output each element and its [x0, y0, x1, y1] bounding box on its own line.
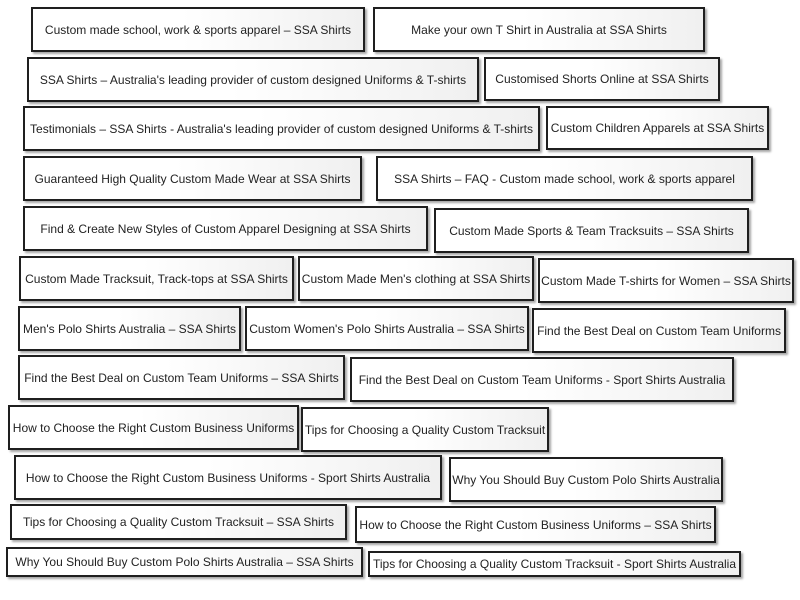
tag-link[interactable]: SSA Shirts – FAQ - Custom made school, w… [376, 156, 753, 201]
tag-link[interactable]: Custom Children Apparels at SSA Shirts [546, 106, 769, 150]
tag-link[interactable]: Why You Should Buy Custom Polo Shirts Au… [449, 457, 723, 502]
tag-link[interactable]: Custom Made T-shirts for Women – SSA Shi… [538, 258, 794, 303]
tag-link[interactable]: Why You Should Buy Custom Polo Shirts Au… [6, 547, 363, 577]
tag-link[interactable]: How to Choose the Right Custom Business … [8, 405, 299, 450]
tag-link[interactable]: Custom Made Sports & Team Tracksuits – S… [434, 208, 749, 253]
tag-link[interactable]: Find the Best Deal on Custom Team Unifor… [350, 357, 734, 402]
tag-link[interactable]: Tips for Choosing a Quality Custom Track… [10, 504, 347, 540]
tag-link[interactable]: SSA Shirts – Australia's leading provide… [27, 57, 479, 102]
tag-link[interactable]: Tips for Choosing a Quality Custom Track… [301, 407, 549, 452]
tag-link[interactable]: Custom made school, work & sports appare… [31, 7, 365, 52]
tag-link[interactable]: Customised Shorts Online at SSA Shirts [484, 57, 720, 101]
tag-link[interactable]: Custom Women's Polo Shirts Australia – S… [245, 306, 529, 351]
tag-link[interactable]: Make your own T Shirt in Australia at SS… [373, 7, 705, 52]
tag-link[interactable]: How to Choose the Right Custom Business … [14, 455, 442, 500]
tag-link[interactable]: Men's Polo Shirts Australia – SSA Shirts [18, 306, 241, 351]
tag-link[interactable]: Find the Best Deal on Custom Team Unifor… [18, 355, 345, 400]
tag-link[interactable]: How to Choose the Right Custom Business … [355, 506, 716, 543]
tag-link[interactable]: Custom Made Tracksuit, Track-tops at SSA… [19, 256, 294, 301]
tag-link[interactable]: Custom Made Men's clothing at SSA Shirts [298, 256, 534, 301]
tag-link[interactable]: Tips for Choosing a Quality Custom Track… [368, 551, 741, 577]
tag-link[interactable]: Testimonials – SSA Shirts - Australia's … [23, 106, 540, 151]
tag-link[interactable]: Guaranteed High Quality Custom Made Wear… [23, 156, 362, 201]
tag-link[interactable]: Find the Best Deal on Custom Team Unifor… [532, 308, 786, 353]
tag-link[interactable]: Find & Create New Styles of Custom Appar… [23, 206, 428, 251]
